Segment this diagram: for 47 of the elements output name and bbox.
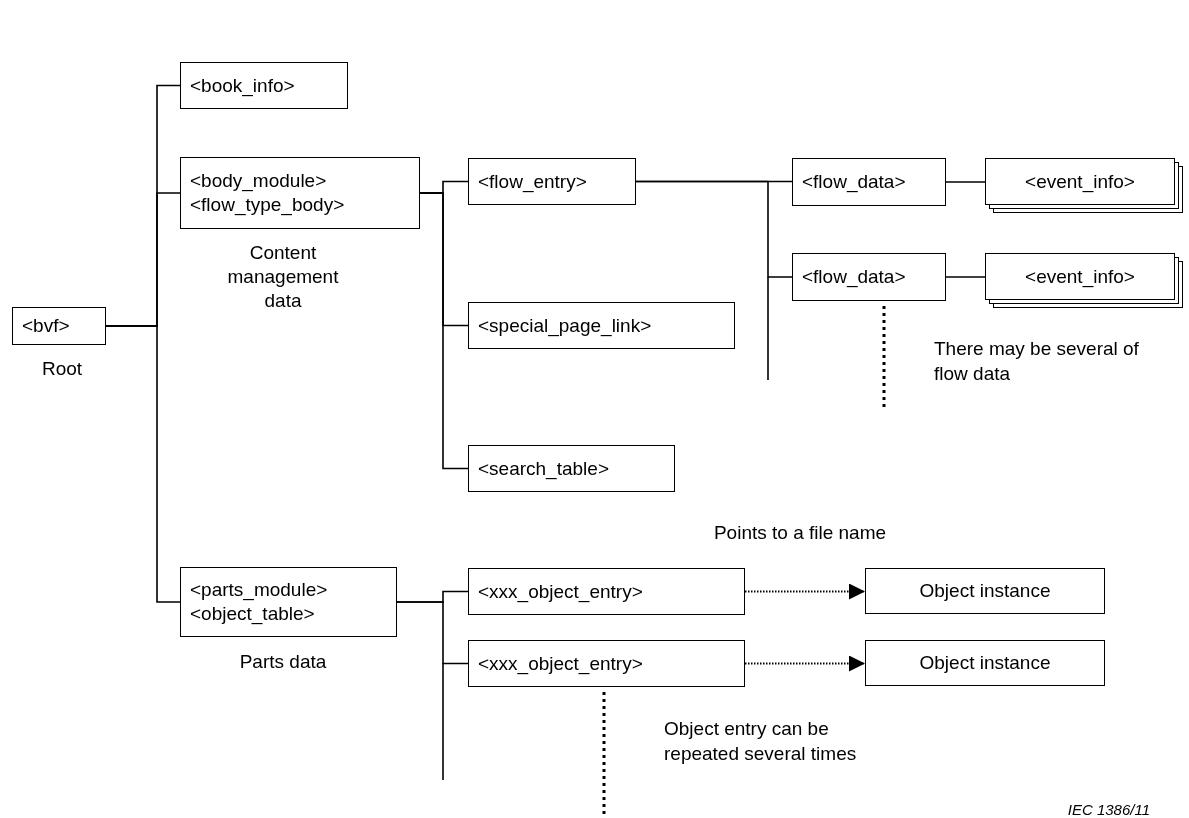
tag-label: <flow_entry> xyxy=(478,169,588,194)
tag-label: <book_info> xyxy=(190,73,296,98)
tree-connector xyxy=(945,276,986,278)
annotation-text: Points to a file name xyxy=(712,521,888,545)
tag-label: <flow_data> xyxy=(802,265,907,289)
tag-box xyxy=(468,302,735,349)
tag-label: <bvf> xyxy=(22,314,71,338)
tag-box xyxy=(180,157,420,229)
tag-label: <search_table> xyxy=(478,456,610,481)
annotation-text: Object entry can be repeated several times xyxy=(664,717,858,766)
tag-label: <flow_data> xyxy=(802,170,907,194)
tree-connector xyxy=(419,192,469,470)
tag-box xyxy=(468,568,745,615)
node-caption: Content management data xyxy=(226,241,340,313)
stacked-tag-box xyxy=(985,253,1183,308)
tag-label: <event_info> xyxy=(1025,169,1135,194)
tag-box xyxy=(792,253,946,301)
tree-connector xyxy=(945,181,986,183)
box-label: Object instance xyxy=(919,651,1051,675)
tag-box xyxy=(792,158,946,206)
tag-label: <xxx_object_entry> xyxy=(478,651,644,676)
tag-label: <parts_module> xyxy=(190,578,329,602)
tag-box xyxy=(12,307,106,345)
arrow xyxy=(744,583,866,600)
tag-label: <body_module> xyxy=(190,169,328,193)
tag-label: <event_info> xyxy=(1025,264,1135,289)
tree-connector xyxy=(105,325,181,603)
tag-box xyxy=(468,445,675,492)
figure-reference: IEC 1386/11 xyxy=(1066,801,1150,818)
node-caption: Root xyxy=(40,357,84,381)
tag-box xyxy=(468,640,745,687)
tag-label: <xxx_object_entry> xyxy=(478,579,644,604)
tree-connector xyxy=(635,180,793,278)
arrow xyxy=(744,655,866,672)
tag-label: <object_table> xyxy=(190,602,316,626)
tag-box xyxy=(468,158,636,205)
tree-connector xyxy=(396,601,469,665)
node-caption: Parts data xyxy=(238,650,328,674)
tag-box xyxy=(180,62,348,109)
tag-label: <special_page_link> xyxy=(478,313,653,338)
annotation-text: There may be several of flow data xyxy=(934,337,1140,386)
instance-box xyxy=(865,640,1105,686)
tag-label: <flow_type_body> xyxy=(190,193,346,217)
stacked-tag-box xyxy=(985,158,1183,213)
instance-box xyxy=(865,568,1105,614)
tag-box xyxy=(180,567,397,637)
box-label: Object instance xyxy=(919,579,1051,603)
